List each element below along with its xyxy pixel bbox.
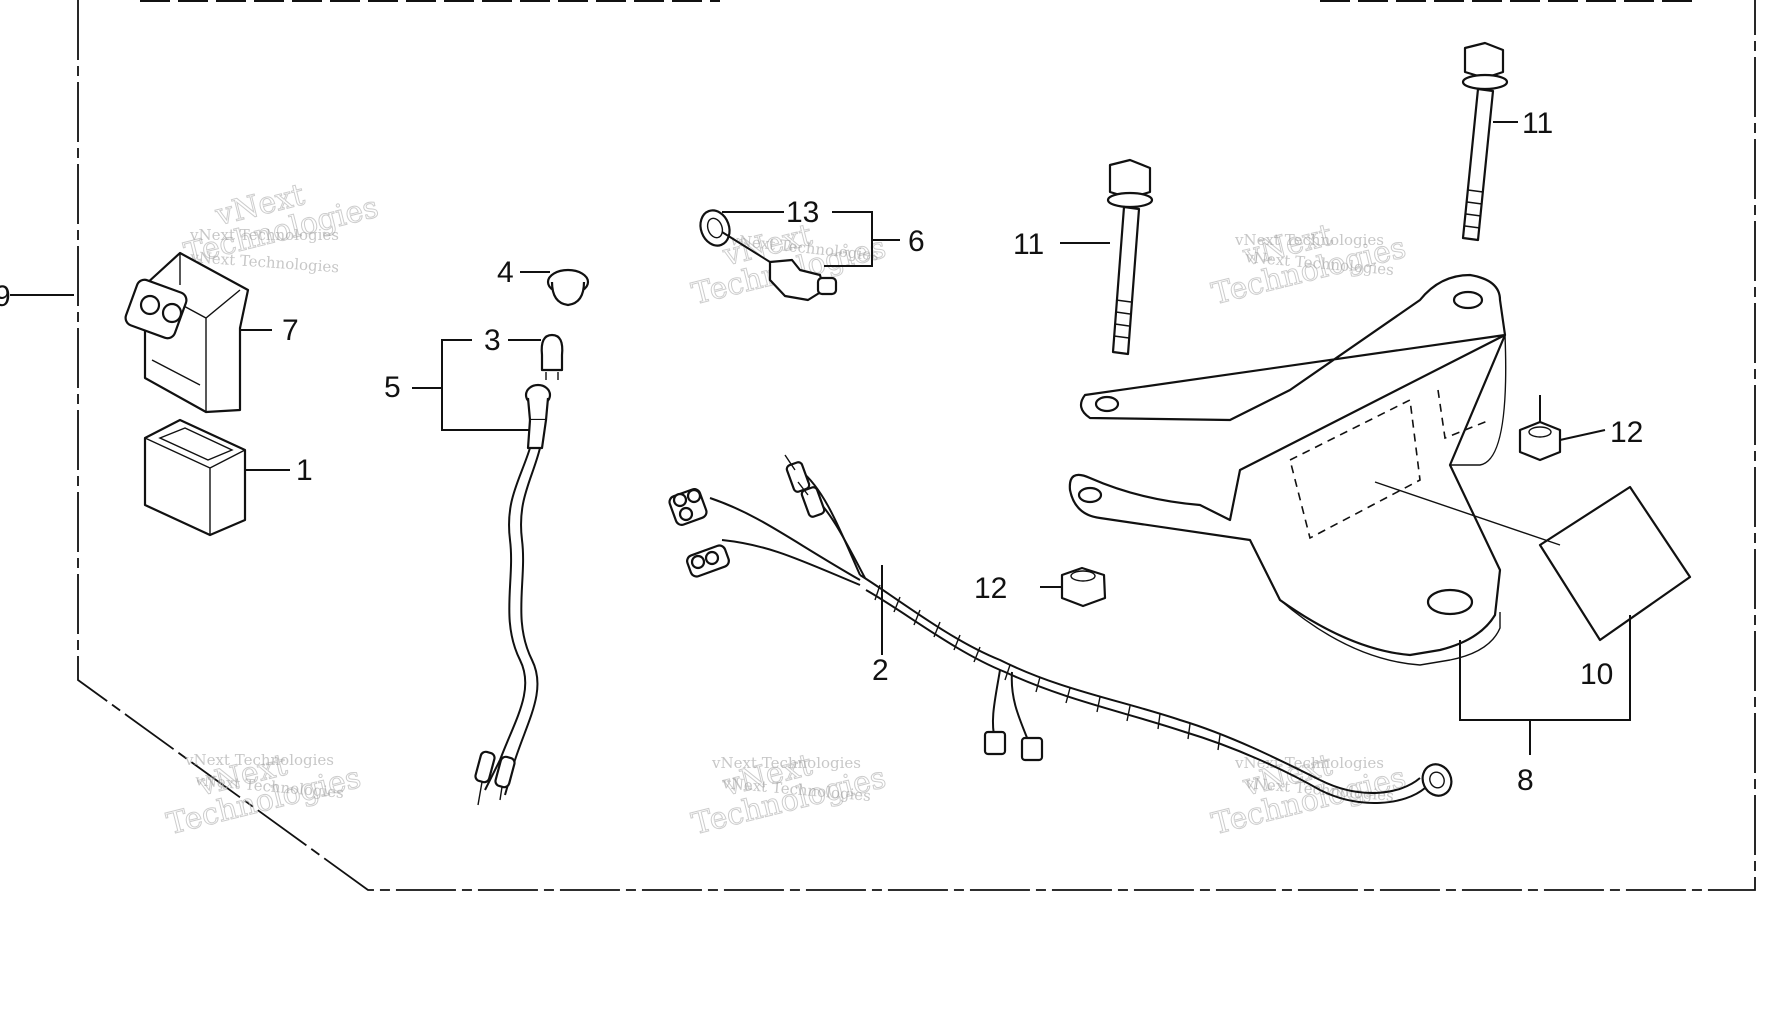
svg-text:vNext Technologies: vNext Technologies	[1234, 231, 1384, 249]
part-6-switch	[699, 209, 838, 302]
callout-9: 9	[0, 280, 11, 313]
callout-8: 8	[1517, 764, 1534, 797]
callout-4: 4	[497, 256, 514, 289]
part-4-grommet	[546, 268, 590, 307]
part-3-bulb	[540, 333, 564, 380]
callout-6: 6	[908, 225, 925, 258]
part-12-nut-left	[1060, 566, 1107, 608]
harness-connector-b	[686, 544, 730, 578]
svg-text:vNext Technologies: vNext Technologies	[711, 754, 861, 772]
callout-12-left: 12	[974, 572, 1007, 605]
cdi-connector	[124, 278, 188, 340]
part-1-rubber-mount	[143, 418, 247, 537]
callout-2: 2	[872, 654, 889, 687]
diagram-frame	[10, 0, 1756, 891]
callout-1: 1	[296, 454, 313, 487]
callout-12-right: 12	[1610, 416, 1643, 449]
harness-terminals	[784, 454, 826, 518]
callout-3: 3	[484, 324, 501, 357]
callout-labels: 1 2 3 4 5 6 7 8 9 10 11 11 12 12 13	[0, 107, 1643, 797]
leader-lines	[240, 121, 1631, 755]
callout-5: 5	[384, 371, 401, 404]
part-11-bolt-left	[1106, 158, 1154, 356]
callout-10: 10	[1580, 658, 1613, 691]
svg-text:vNext Technologies: vNext Technologies	[184, 751, 334, 769]
part-10-label	[1374, 481, 1692, 642]
svg-text:vNext Technologies: vNext Technologies	[189, 226, 339, 244]
svg-text:vNext Technologies: vNext Technologies	[1234, 754, 1384, 772]
callout-7: 7	[282, 314, 299, 347]
part-12-nut-right	[1518, 420, 1562, 462]
part-5-socket-wire	[474, 383, 552, 806]
callout-11-right: 11	[1522, 107, 1553, 140]
part-8-bracket	[1068, 273, 1507, 666]
part-2-wire-harness	[668, 454, 1453, 804]
callout-11-left: 11	[1013, 228, 1044, 261]
harness-wrap-bands	[874, 584, 1221, 751]
part-11-bolt-right	[1461, 41, 1509, 242]
part-7-cdi-unit	[124, 251, 250, 414]
harness-connector-a	[668, 488, 708, 526]
callout-13: 13	[786, 196, 819, 229]
